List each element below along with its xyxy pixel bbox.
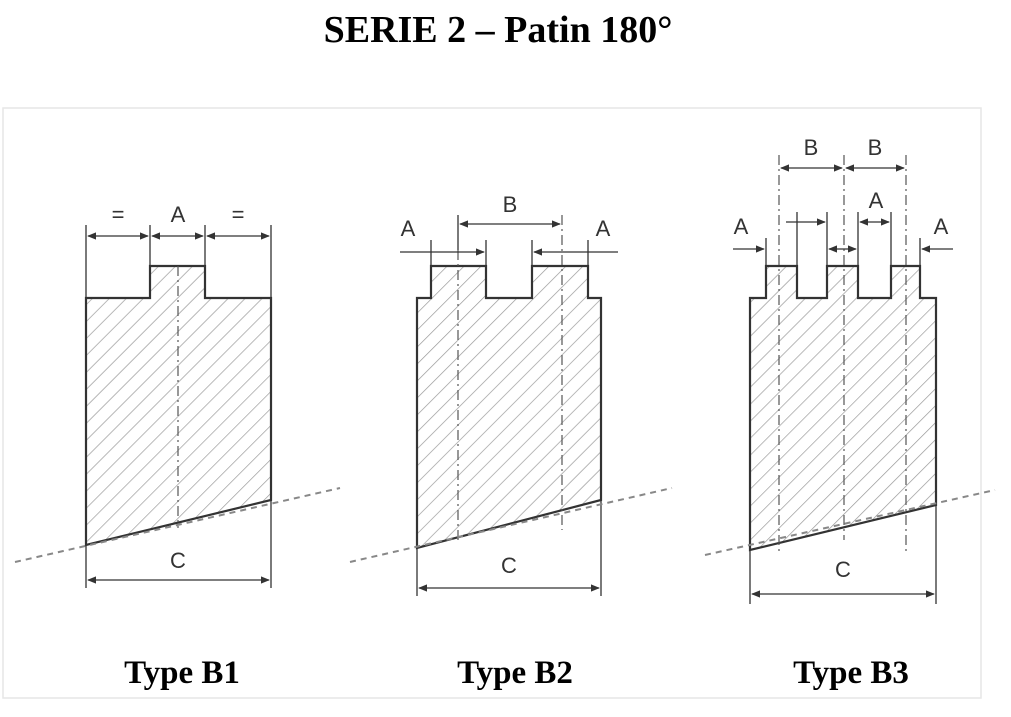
b3-bottom-label: C [835, 557, 851, 582]
b1-top-label-2: A [171, 202, 186, 227]
page-title: SERIE 2 – Patin 180° [323, 9, 673, 51]
b2-break-line [349, 487, 673, 563]
b2-top-label-1: A [401, 216, 416, 241]
b3-top-label-1: B [804, 135, 819, 160]
b1-top-label-3: = [232, 202, 245, 227]
b1-break-line [14, 487, 341, 563]
b1-body [84, 264, 273, 547]
b2-body [415, 264, 603, 550]
type-label-b2: Type B2 [457, 655, 573, 691]
b1-top-label-1: = [112, 202, 125, 227]
b2-top-label-3: A [596, 216, 611, 241]
profile-type-b1: = A = C [14, 202, 341, 588]
b1-bottom-label: C [170, 548, 186, 573]
b3-top-label-2: B [868, 135, 883, 160]
b2-top-label-2: B [503, 192, 518, 217]
b3-top-label-4: A [734, 214, 749, 239]
b3-break-line [704, 489, 996, 556]
type-label-b1: Type B1 [124, 655, 240, 691]
type-label-b3: Type B3 [793, 655, 909, 691]
b3-top-label-5: A [934, 214, 949, 239]
profile-type-b2: B A A C [349, 192, 673, 596]
profile-type-b3: B B A A A C [704, 135, 996, 604]
b2-bottom-label: C [501, 553, 517, 578]
b3-body [748, 264, 938, 552]
drawing-frame [2, 107, 982, 699]
b3-top-label-3: A [869, 188, 884, 213]
